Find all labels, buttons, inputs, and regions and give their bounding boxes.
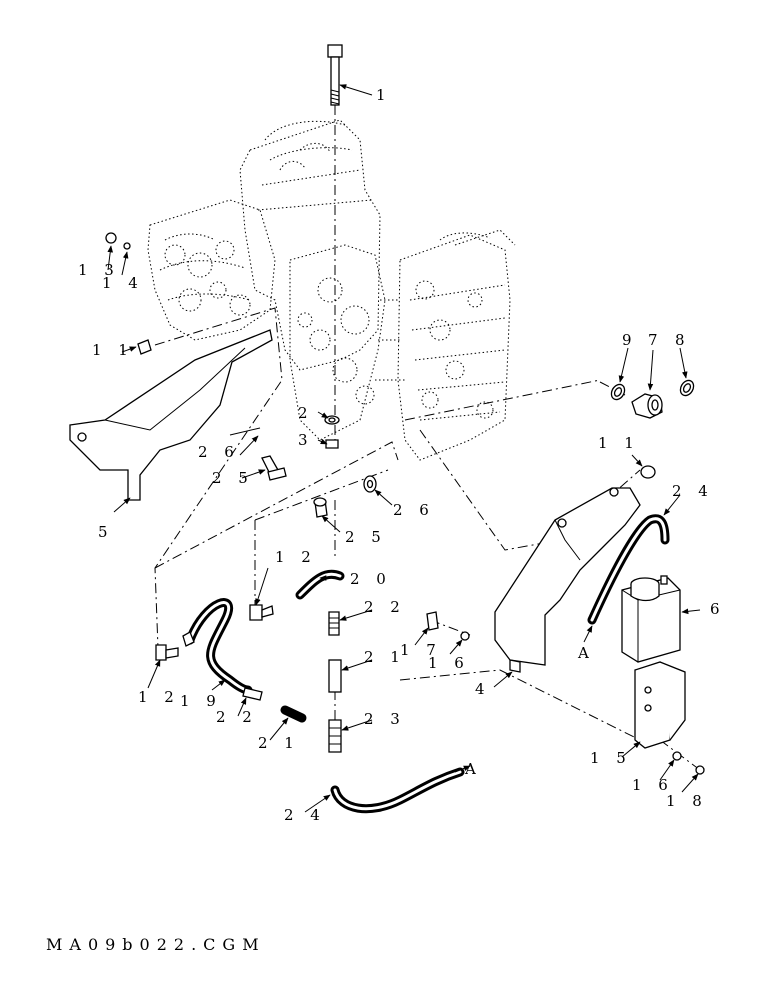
- bolt-part-17: [426, 611, 439, 631]
- label-15: 1 5: [590, 749, 632, 767]
- label-11-left: 1 1: [92, 341, 134, 359]
- label-16-top: 1 6: [428, 654, 470, 672]
- reservoir-part-6: [621, 575, 681, 663]
- label-26-right: 2 6: [393, 501, 435, 519]
- nut-part-16a: [460, 631, 470, 641]
- assembly-lines: [154, 105, 701, 771]
- label-4: 4: [475, 680, 491, 698]
- label-21-right: 2 1: [364, 648, 406, 666]
- label-22-left: 2 2: [216, 708, 258, 726]
- label-9: 9: [622, 331, 638, 349]
- label-8: 8: [675, 331, 691, 349]
- hose-part-21-left: [280, 705, 307, 723]
- label-2: 2: [298, 404, 314, 422]
- label-21-left: 2 1: [258, 734, 300, 752]
- label-a-right: A: [577, 644, 595, 662]
- label-11-right: 1 1: [598, 434, 640, 452]
- spacer-part-11-right: [640, 465, 656, 479]
- hose-part-19: [185, 598, 253, 695]
- label-3: 3: [298, 431, 314, 449]
- control-valve-assembly: [147, 119, 516, 461]
- label-19: 1 9: [180, 692, 222, 710]
- label-24-bottom: 2 4: [284, 806, 326, 824]
- nut-part-18: [695, 765, 705, 775]
- label-14: 1 4: [102, 274, 144, 292]
- fittings-part-7-8-9: [610, 379, 695, 419]
- leader-arrows: [107, 84, 701, 813]
- label-a-bottom: A: [464, 760, 482, 778]
- cap-part-13: [105, 232, 117, 244]
- callout-labels: 1 2 3 1 3 1 4 1 1 5 2 6 2 5 2 6 2 5 9 7 …: [78, 86, 726, 824]
- label-20: 2 0: [350, 570, 392, 588]
- nut-part-3: [325, 439, 339, 449]
- nut-part-16b: [672, 751, 682, 761]
- label-12-bottom: 1 2: [138, 688, 180, 706]
- clip-part-15: [634, 661, 686, 749]
- label-22-right: 2 2: [364, 598, 406, 616]
- hose-part-24-right: [587, 514, 670, 625]
- spacer-part-11-left: [137, 339, 152, 355]
- label-12-top: 1 2: [275, 548, 317, 566]
- label-5: 5: [98, 523, 114, 541]
- bracket-part-4: [494, 487, 641, 666]
- label-23: 2 3: [364, 710, 406, 728]
- label-16-bottom: 1 6: [632, 776, 674, 794]
- bolt-part-1: [327, 44, 343, 106]
- label-26-left: 2 6: [198, 443, 240, 461]
- label-18: 1 8: [666, 792, 708, 810]
- label-1: 1: [376, 86, 392, 104]
- drawing-file-name: MA09b022.CGM: [46, 935, 266, 954]
- label-17: 1 7: [400, 641, 442, 659]
- label-25-right: 2 5: [345, 528, 387, 546]
- hose-part-24-bottom: [330, 767, 465, 814]
- fittings-part-25-26: [229, 427, 377, 518]
- hose-part-20: [295, 569, 345, 600]
- hose-part-21-center: [328, 659, 342, 693]
- fittings-part-12-22-23: [155, 604, 342, 753]
- label-13: 1 3: [78, 261, 120, 279]
- label-6: 6: [710, 600, 726, 618]
- label-7: 7: [648, 331, 664, 349]
- washer-part-14: [123, 242, 131, 250]
- label-25-left: 2 5: [212, 469, 254, 487]
- bracket-part-5: [69, 329, 273, 501]
- label-24-right: 2 4: [672, 482, 714, 500]
